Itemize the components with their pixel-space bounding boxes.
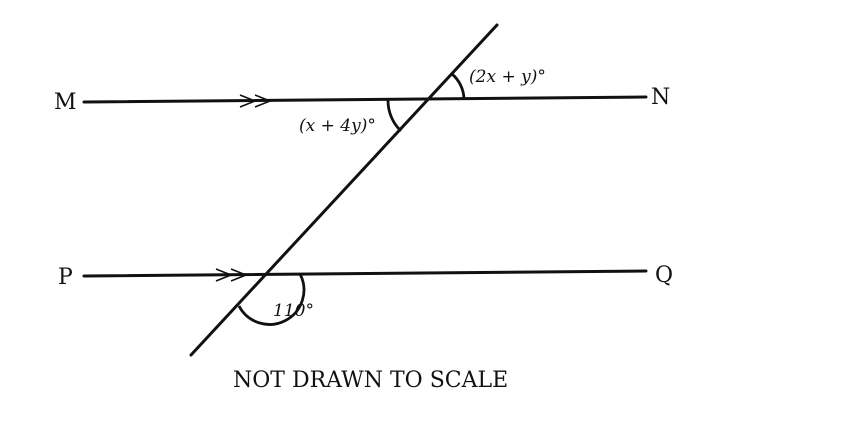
angle-label-bottom-left: 110° — [273, 301, 314, 321]
parallel-marks-mn — [239, 94, 273, 108]
point-label-m: M — [54, 90, 77, 115]
transversal — [189, 23, 499, 357]
scale-note: NOT DRAWN TO SCALE — [233, 368, 508, 393]
point-label-p: P — [58, 265, 73, 290]
point-label-n: N — [651, 85, 670, 110]
angle-arc-top-right — [451, 72, 466, 100]
line-mn — [82, 95, 648, 104]
angle-label-top-right: (2x + y)° — [469, 67, 546, 87]
angle-label-top-left: (x + 4y)° — [299, 116, 376, 136]
angle-arc-bottom-left — [237, 273, 306, 326]
line-pq — [82, 269, 648, 278]
angle-arc-top-left — [386, 99, 402, 133]
parallel-marks-pq — [215, 268, 249, 282]
point-label-q: Q — [655, 263, 673, 288]
